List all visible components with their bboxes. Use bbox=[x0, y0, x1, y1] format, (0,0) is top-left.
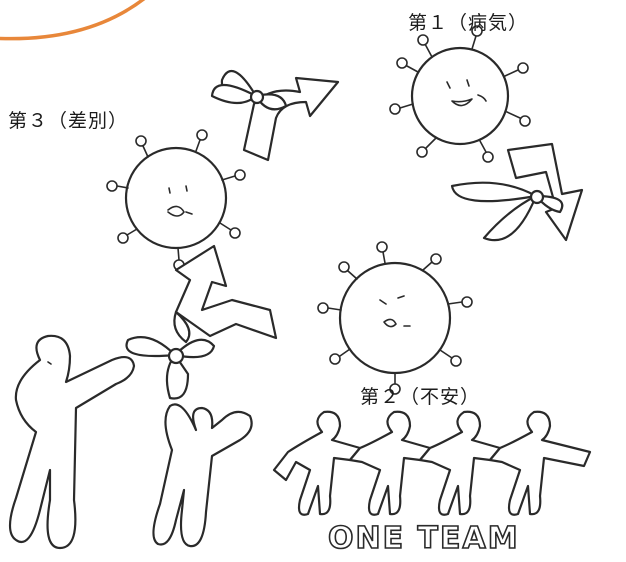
orange-accent-arc bbox=[0, 0, 150, 39]
label-first-illness: 第１（病気） bbox=[408, 8, 528, 35]
ribbon-arrow-icon bbox=[212, 71, 338, 160]
label-third-discrimination: 第３（差別） bbox=[8, 106, 128, 133]
label-second-anxiety: 第２（不安） bbox=[360, 382, 480, 409]
person-figure-right bbox=[153, 404, 251, 546]
person-figure-left bbox=[10, 336, 134, 548]
one-team-label: ONE TEAM bbox=[328, 521, 520, 556]
virus-illness-icon bbox=[390, 26, 530, 162]
people-chain-icon bbox=[274, 412, 590, 515]
ribbon-arrow-icon bbox=[452, 144, 582, 240]
virus-anxiety-icon bbox=[318, 242, 472, 394]
ribbon-arrow-icon bbox=[174, 246, 276, 342]
ribbon-icon bbox=[127, 337, 214, 398]
virus-discrimination-icon bbox=[107, 130, 245, 270]
